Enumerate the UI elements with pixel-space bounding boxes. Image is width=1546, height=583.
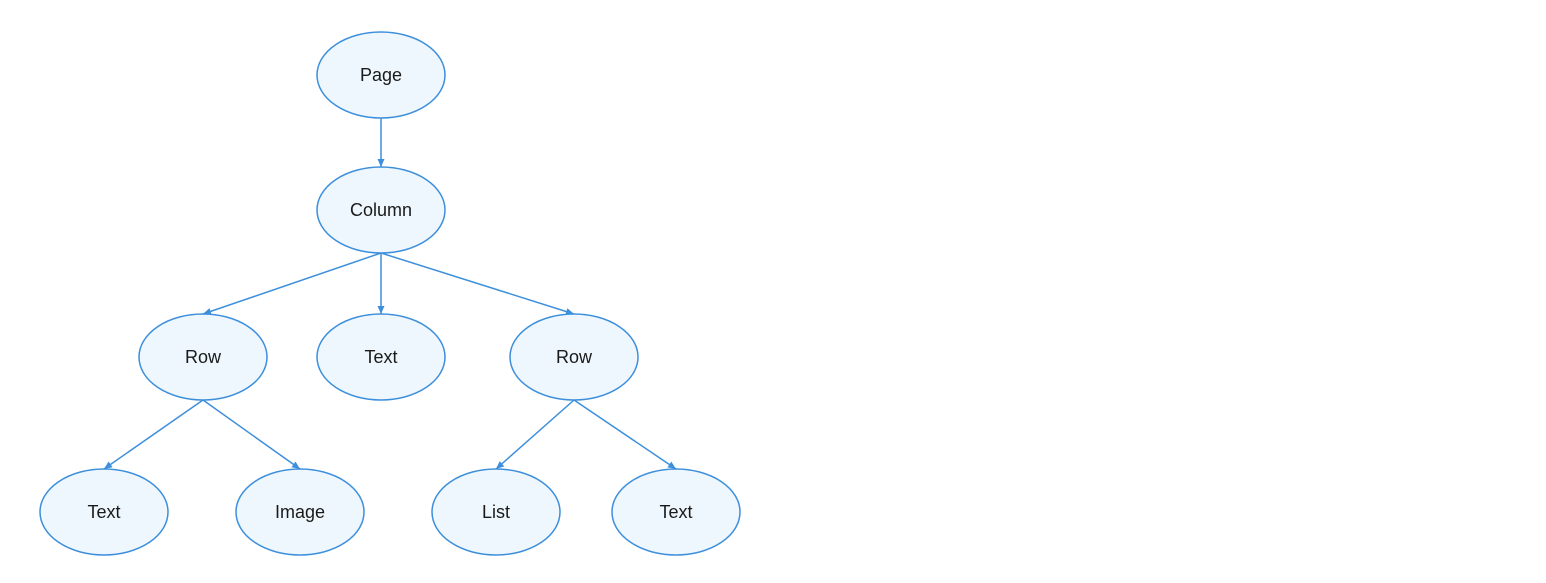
node-ellipse — [39, 468, 169, 556]
arrowhead-column — [377, 159, 385, 167]
arrowhead-text2 — [104, 461, 113, 469]
node-list1: List — [431, 468, 561, 556]
node-ellipse — [316, 166, 446, 254]
edge-column-to-row1 — [202, 252, 382, 315]
arrowhead-image1 — [291, 461, 300, 469]
arrowhead-row2 — [565, 308, 574, 315]
node-label: Text — [659, 502, 692, 522]
edge-row2-to-text3 — [573, 399, 677, 470]
edge-column-to-row2 — [380, 252, 575, 315]
edges-layer — [103, 118, 677, 470]
arrowhead-text3 — [667, 461, 676, 469]
node-ellipse — [316, 31, 446, 119]
node-label: Row — [185, 347, 222, 367]
node-label: Page — [360, 65, 402, 85]
node-ellipse — [316, 313, 446, 401]
node-ellipse — [611, 468, 741, 556]
arrowhead-list1 — [496, 461, 505, 469]
node-ellipse — [509, 313, 639, 401]
arrowhead-text1 — [377, 306, 385, 314]
node-label: Text — [364, 347, 397, 367]
node-ellipse — [138, 313, 268, 401]
node-text1: Text — [316, 313, 446, 401]
edge-row1-to-text2 — [103, 399, 204, 470]
node-label: Row — [556, 347, 593, 367]
arrowhead-row1 — [203, 308, 212, 315]
node-label: Text — [87, 502, 120, 522]
node-label: List — [482, 502, 510, 522]
node-ellipse — [235, 468, 365, 556]
edge-row2-to-list1 — [495, 399, 575, 470]
node-label: Image — [275, 502, 325, 522]
node-ellipse — [431, 468, 561, 556]
node-text2: Text — [39, 468, 169, 556]
node-page: Page — [316, 31, 446, 119]
node-row1: Row — [138, 313, 268, 401]
node-column: Column — [316, 166, 446, 254]
node-row2: Row — [509, 313, 639, 401]
edge-row1-to-image1 — [202, 399, 301, 470]
node-label: Column — [350, 200, 412, 220]
node-text3: Text — [611, 468, 741, 556]
node-image1: Image — [235, 468, 365, 556]
